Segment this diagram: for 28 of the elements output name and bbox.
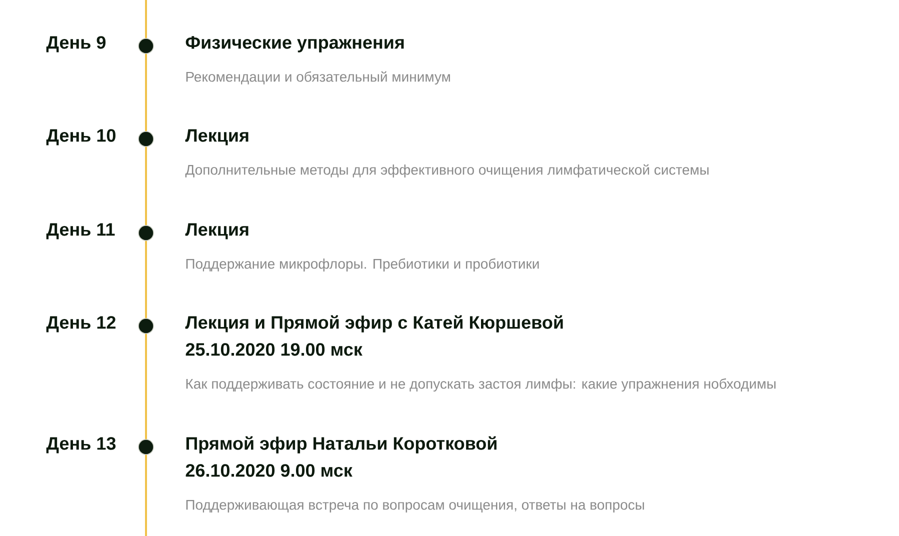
timeline-line: [145, 0, 147, 38]
session-title: Физические упражнения: [186, 36, 404, 52]
timeline-dot: [138, 131, 154, 147]
description: Рекомендации и обязательный минимум: [186, 71, 450, 85]
timeline-line: [145, 240, 147, 318]
day-label: День 10: [46, 129, 116, 146]
session-date: 25.10.2020 19.00 мск: [186, 343, 362, 356]
description: Дополнительные методы для эффективного очищения лимфатической системы: [185, 164, 709, 178]
timeline-dot: [138, 38, 154, 54]
timeline-dot: [138, 318, 154, 334]
day-label: День 12: [46, 316, 116, 332]
session-date: 26.10.2020 9.00 мск: [186, 464, 352, 477]
timeline-line: [145, 454, 147, 536]
session-title: Лекция: [185, 129, 248, 146]
description: Как поддерживать состояние и не допускать застоя лимфы: какие упражнения нобходимы: [186, 378, 776, 392]
day-label: День 9: [46, 36, 106, 52]
timeline-dot: [138, 225, 154, 241]
timeline-line: [145, 146, 147, 226]
day-label: День 11: [46, 223, 115, 240]
session-title: Лекция и Прямой эфир с Катей Кюршевой: [185, 315, 563, 332]
session-title: Прямой эфир Натальи Коротковой: [186, 436, 496, 454]
description: Поддержание микрофлоры. Пребиотики и пробиотики: [186, 258, 539, 272]
description: Поддерживающая встреча по вопросам очищения, ответы на вопросы: [186, 500, 644, 513]
day-label: День 13: [46, 437, 116, 454]
timeline-dot: [138, 439, 154, 455]
timeline-line: [145, 54, 147, 132]
timeline-line: [145, 334, 147, 440]
session-title: Лекция: [185, 223, 248, 240]
